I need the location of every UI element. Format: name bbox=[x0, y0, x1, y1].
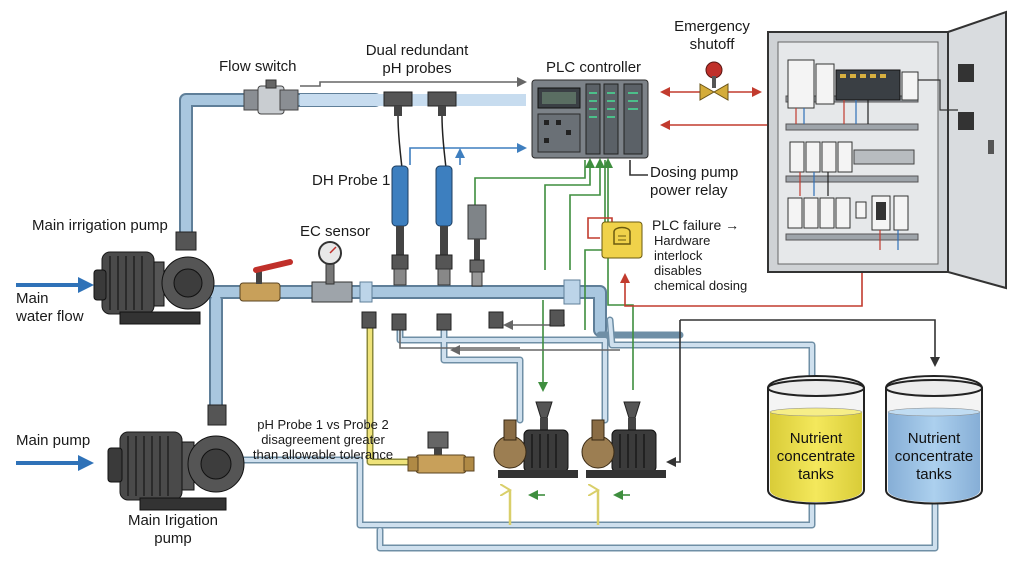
emergency-label-line1: Emergency bbox=[674, 18, 750, 35]
ph-probe-housings bbox=[383, 91, 457, 169]
ph-probe-1-label: DH Probe 1 bbox=[312, 172, 391, 189]
probe-disagreement-label: pH Probe 1 vs Probe 2 disagreement great… bbox=[248, 417, 398, 462]
disagree-line2: disagreement greater bbox=[261, 432, 385, 447]
main-water-flow-label: Main water flow bbox=[16, 290, 84, 326]
disagree-line1: pH Probe 1 vs Probe 2 bbox=[257, 417, 389, 432]
flow-switch-label: Flow switch bbox=[219, 58, 297, 75]
pipe-fittings bbox=[175, 231, 581, 426]
emergency-shutoff-label: Emergency shutoff bbox=[660, 18, 764, 54]
interlock-line2: interlock bbox=[654, 248, 703, 263]
disagree-line3: than allowable tolerance bbox=[252, 447, 394, 462]
dosing-relay-line2: power relay bbox=[650, 182, 728, 199]
main-irrigation-pump bbox=[93, 251, 215, 325]
main-irrigation-pump-label: Main irrigation pump bbox=[32, 217, 168, 234]
interlock-line1: Hardware bbox=[654, 233, 711, 248]
tank2-line3: tanks bbox=[916, 466, 952, 483]
emergency-shutoff-valve bbox=[699, 61, 729, 101]
plc-failure-text: PLC failure bbox=[652, 217, 722, 233]
tank-yellow-label: Nutrient concentrate tanks bbox=[770, 430, 862, 484]
tank2-line2: concentrate bbox=[894, 448, 974, 465]
flow-arrows bbox=[16, 277, 94, 471]
ec-sensor bbox=[311, 241, 353, 303]
main-pump-label: Main pump bbox=[16, 432, 91, 449]
manual-valve bbox=[239, 259, 293, 302]
dosing-relay-line1: Dosing pump bbox=[650, 164, 739, 181]
tank1-line3: tanks bbox=[798, 466, 834, 483]
ec-probe bbox=[467, 204, 487, 287]
ec-sensor-label: EC sensor bbox=[300, 223, 371, 240]
main-water-flow-line1: Main bbox=[16, 290, 49, 307]
interlock-line4: chemical dosing bbox=[654, 278, 748, 293]
ph-probe-1 bbox=[391, 165, 409, 286]
hardware-interlock-label: Hardware interlock disables chemical dos… bbox=[654, 233, 747, 293]
control-cabinet bbox=[767, 10, 1007, 290]
nutrient-tank-yellow bbox=[767, 375, 865, 505]
dosing-pump-2 bbox=[581, 401, 666, 478]
tank-blue-label: Nutrient concentrate tanks bbox=[888, 430, 980, 484]
main-water-flow-line2: water flow bbox=[16, 308, 84, 325]
emergency-label-line2: shutoff bbox=[689, 36, 735, 53]
flow-switch bbox=[243, 79, 299, 115]
main-irrigation-pump-2-line2: pump bbox=[154, 530, 192, 547]
plc-failure-arrow-icon: → bbox=[721, 217, 740, 233]
dual-probes-label-line1: Dual redundant bbox=[365, 42, 469, 59]
interlock-line3: disables bbox=[654, 263, 702, 278]
nutrient-tank-blue bbox=[885, 375, 983, 505]
nutrient-strainer-valve bbox=[407, 431, 475, 474]
tank1-line1: Nutrient bbox=[789, 430, 843, 447]
plc-controller bbox=[531, 79, 649, 159]
plc-failure-label: PLC failure → bbox=[652, 216, 739, 234]
dual-probes-label-line2: pH probes bbox=[382, 60, 452, 77]
ph-probe-2 bbox=[435, 165, 453, 286]
main-pump bbox=[107, 431, 245, 511]
plc-controller-label: PLC controller bbox=[546, 59, 642, 76]
hardware-interlock bbox=[601, 221, 643, 259]
dual-probes-label: Dual redundant pH probes bbox=[352, 42, 482, 78]
dosing-pump-1 bbox=[493, 401, 578, 478]
main-irrigation-pump-2-line1: Main Irigation bbox=[127, 512, 219, 529]
tank2-line1: Nutrient bbox=[907, 430, 961, 447]
tank1-line2: concentrate bbox=[776, 448, 856, 465]
main-irrigation-pump-bottom-label: Main Irigation pump bbox=[118, 512, 228, 548]
dosing-pump-relay-label: Dosing pump power relay bbox=[650, 164, 738, 200]
